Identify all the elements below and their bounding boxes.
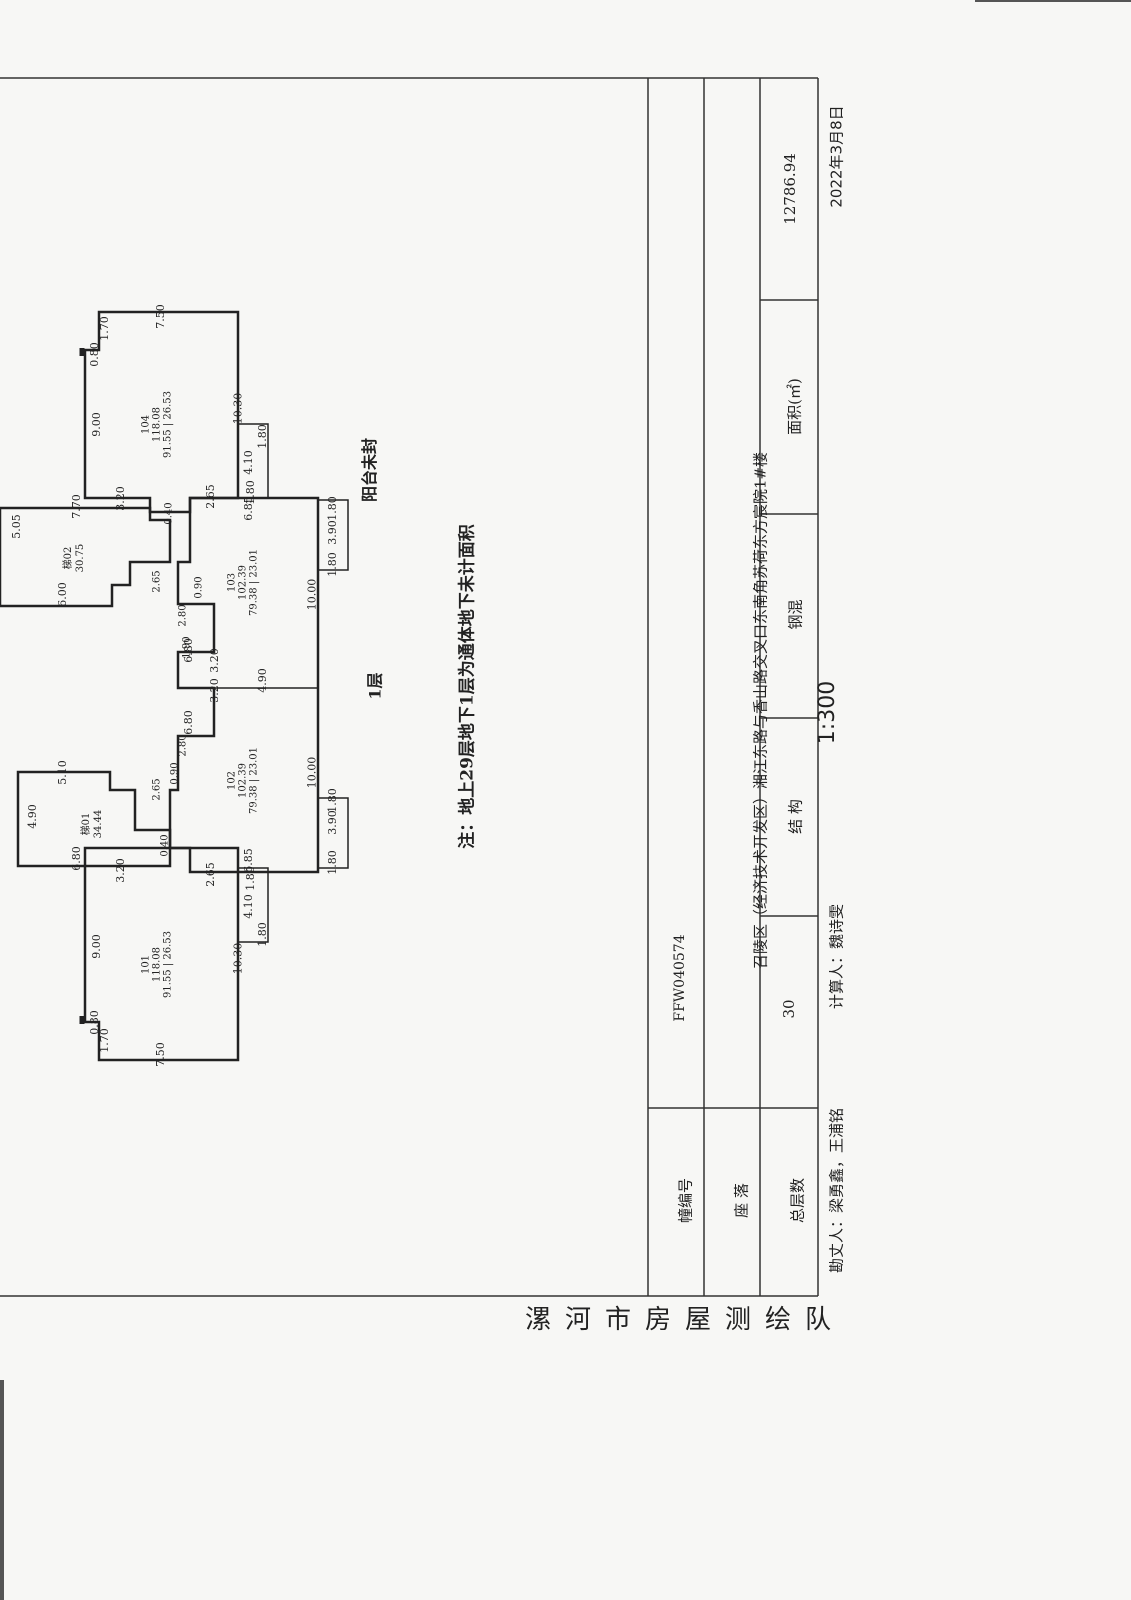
surveyors: 勘丈人：梁勇鑫，王浦铭: [827, 1108, 846, 1274]
balcony-102: [317, 797, 349, 869]
building-no-label: 幢编号: [676, 1178, 695, 1224]
location-label: 座 落: [732, 1183, 751, 1218]
dim-label: 3.20: [207, 678, 221, 703]
dim-label: 1.70: [97, 1028, 111, 1053]
dim-label: 10.30: [231, 392, 245, 425]
dim-label: 3.20: [207, 648, 221, 673]
structure-value: 钢混: [786, 599, 805, 630]
dim-label: 0.90: [169, 762, 181, 785]
dim-label: 1.80: [255, 424, 269, 449]
org-char: 屋: [684, 1305, 711, 1335]
dim-label: 5.05: [9, 514, 23, 539]
dim-label: 9.00: [89, 412, 103, 437]
dim-label: 7.50: [153, 304, 167, 329]
building-no-value: FFW040574: [672, 934, 688, 1022]
stair-02-outline: [0, 506, 172, 608]
dim-label: 3.20: [113, 486, 127, 511]
dim-label: 5.10: [55, 760, 69, 785]
dim-label: 6.80: [69, 846, 83, 871]
dim-label: 0.40: [163, 502, 175, 525]
org-char: 测: [724, 1305, 751, 1335]
balcony-note: 阳台未封: [360, 437, 380, 503]
dim-label: 10.30: [231, 942, 245, 975]
dim-label: 10.00: [305, 578, 319, 611]
dim-label: 1.80: [325, 850, 339, 875]
org-char: 漯: [524, 1305, 551, 1335]
dim-label: 2.80: [177, 604, 189, 627]
dim-label: 2.65: [203, 862, 217, 887]
date: 2022年3月8日: [827, 105, 846, 208]
dim-label: 1.70: [97, 316, 111, 341]
area-value: 12786.94: [781, 153, 799, 225]
dim-label: 0.40: [159, 834, 171, 857]
scan-edge-left: [0, 1380, 4, 1600]
dim-label: 1.80: [243, 480, 257, 505]
unit-101-outline: [83, 846, 240, 1062]
dim-label: 3.20: [113, 858, 127, 883]
dim-label: 3.90: [325, 810, 339, 835]
dim-label: 7.70: [69, 494, 83, 519]
org-char: 市: [604, 1305, 631, 1335]
balcony-101: [237, 867, 269, 943]
dim-label: 1.80: [255, 922, 269, 947]
dim-label: 0.80: [87, 342, 101, 367]
dim-label: 1.80: [325, 496, 339, 521]
dim-label: 2.65: [151, 570, 163, 593]
dim-label: 1.80: [325, 552, 339, 577]
floors-label: 总层数: [788, 1178, 807, 1224]
org-char: 房: [644, 1305, 671, 1335]
dim-label: 3.90: [325, 520, 339, 545]
dim-label: 7.50: [153, 1042, 167, 1067]
dim-label: 2.65: [203, 484, 217, 509]
area-note: 注：地上29层地下1层为通体地下未计面积: [457, 524, 478, 849]
scan-edge-top: [975, 0, 1131, 2]
floor-label: 1层: [365, 672, 385, 700]
balcony-104: [237, 423, 269, 499]
unit-102-103-outline: [168, 496, 320, 874]
dim-label: 4.10: [241, 450, 255, 475]
dim-label: 2.65: [151, 778, 163, 801]
dim-label: 1.90: [181, 636, 193, 659]
dim-label: 4.90: [255, 668, 269, 693]
dim-label: 6.80: [181, 710, 195, 735]
dim-label: 6.00: [55, 582, 69, 607]
dim-label: 1.80: [243, 866, 257, 891]
structure-label: 结 构: [786, 799, 805, 834]
stair-01-outline: [16, 770, 172, 868]
dim-label: 2.80: [177, 734, 189, 757]
area-label: 面积(㎡): [785, 378, 804, 435]
dim-label: 10.00: [305, 756, 319, 789]
balcony-103: [317, 499, 349, 571]
org-char: 绘: [764, 1305, 791, 1335]
org-char: 河: [564, 1305, 591, 1335]
dim-label: 9.00: [89, 934, 103, 959]
dim-label: 4.10: [241, 894, 255, 919]
floors-value: 30: [780, 999, 798, 1019]
dim-label: 0.90: [193, 576, 205, 599]
org-char: 队: [804, 1305, 831, 1335]
location-value: 召陵区（经济技术开发区）湘江东路与香山路交叉口东南角苏荷东方宸院1#楼: [751, 451, 770, 970]
scale-label: 1:300: [815, 680, 841, 745]
dim-label: 4.90: [25, 804, 39, 829]
calculator: 计算人：魏诗雯: [827, 904, 846, 1010]
dim-label: 1.80: [325, 788, 339, 813]
